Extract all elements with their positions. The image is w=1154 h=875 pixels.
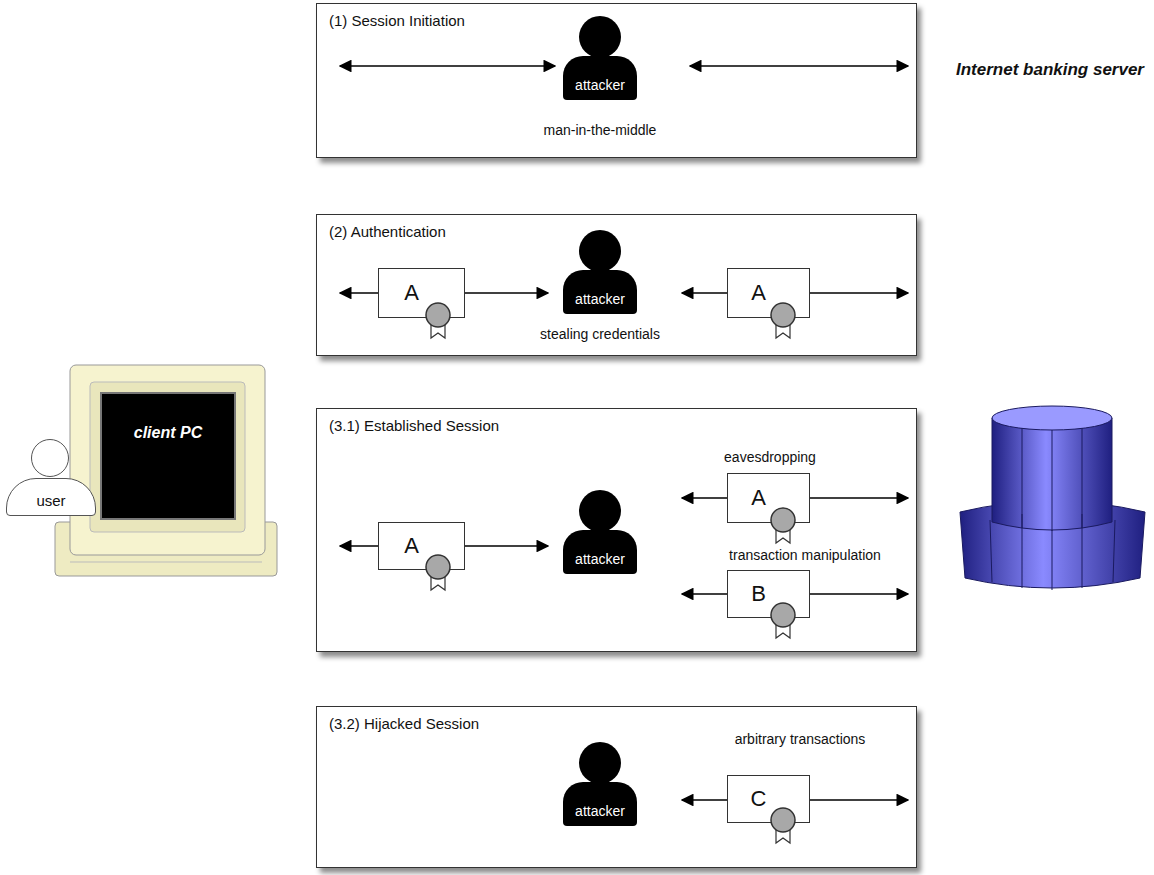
attacker-head [579, 742, 621, 784]
message-document: C [727, 775, 810, 823]
attacker-figure: attacker [563, 530, 637, 574]
message-letter: B [728, 581, 789, 607]
stage-heading: (2) Authentication [329, 223, 446, 240]
message-letter: A [728, 485, 789, 511]
seal-icon [769, 508, 797, 546]
seal-icon [424, 555, 452, 593]
user-figure: user [6, 478, 96, 516]
server-illustration [960, 406, 1145, 590]
message-letter: A [728, 280, 789, 306]
attacker-figure: attacker [563, 56, 637, 100]
seal-icon [424, 303, 452, 341]
attacker-figure: attacker [563, 782, 637, 826]
stage-panel: Aattacker A B (3.1) Established Session [316, 408, 917, 652]
seal-icon [769, 808, 797, 846]
stage-heading: (3.1) Established Session [329, 417, 499, 434]
role-label: eavesdropping [724, 449, 816, 465]
attacker-head [579, 230, 621, 272]
client-pc-illustration [55, 365, 277, 576]
message-document: B [727, 570, 810, 618]
stage-heading: (3.2) Hijacked Session [329, 715, 479, 732]
message-document: A [727, 473, 810, 523]
node-label: client PC [134, 424, 202, 518]
node-label: attacker [575, 551, 625, 567]
role-label: stealing credentials [540, 326, 660, 342]
seal-icon [769, 603, 797, 641]
message-document: A [378, 522, 465, 570]
message-letter: A [379, 533, 444, 559]
seal-icon [769, 303, 797, 341]
node-label: user [36, 492, 65, 509]
attacker-head [579, 490, 621, 532]
stage-heading: (1) Session Initiation [329, 12, 465, 29]
attacker-head [579, 16, 621, 58]
node-label: attacker [575, 77, 625, 93]
client-pc-screen: client PC [100, 392, 236, 520]
message-document: A [727, 268, 810, 318]
message-document: A [378, 268, 465, 318]
node-label: Internet banking server [956, 60, 1144, 79]
role-label: man-in-the-middle [544, 122, 657, 138]
node-label: attacker [575, 291, 625, 307]
message-letter: C [728, 786, 789, 812]
server-title: Internet banking server [948, 60, 1153, 110]
role-label: transaction manipulation [729, 547, 881, 563]
message-letter: A [379, 280, 444, 306]
role-label: arbitrary transactions [735, 731, 866, 747]
user-head [31, 439, 69, 477]
stage-panel: attacker C (3.2) Hijacked Session [316, 706, 917, 868]
node-label: attacker [575, 803, 625, 819]
attacker-figure: attacker [563, 270, 637, 314]
